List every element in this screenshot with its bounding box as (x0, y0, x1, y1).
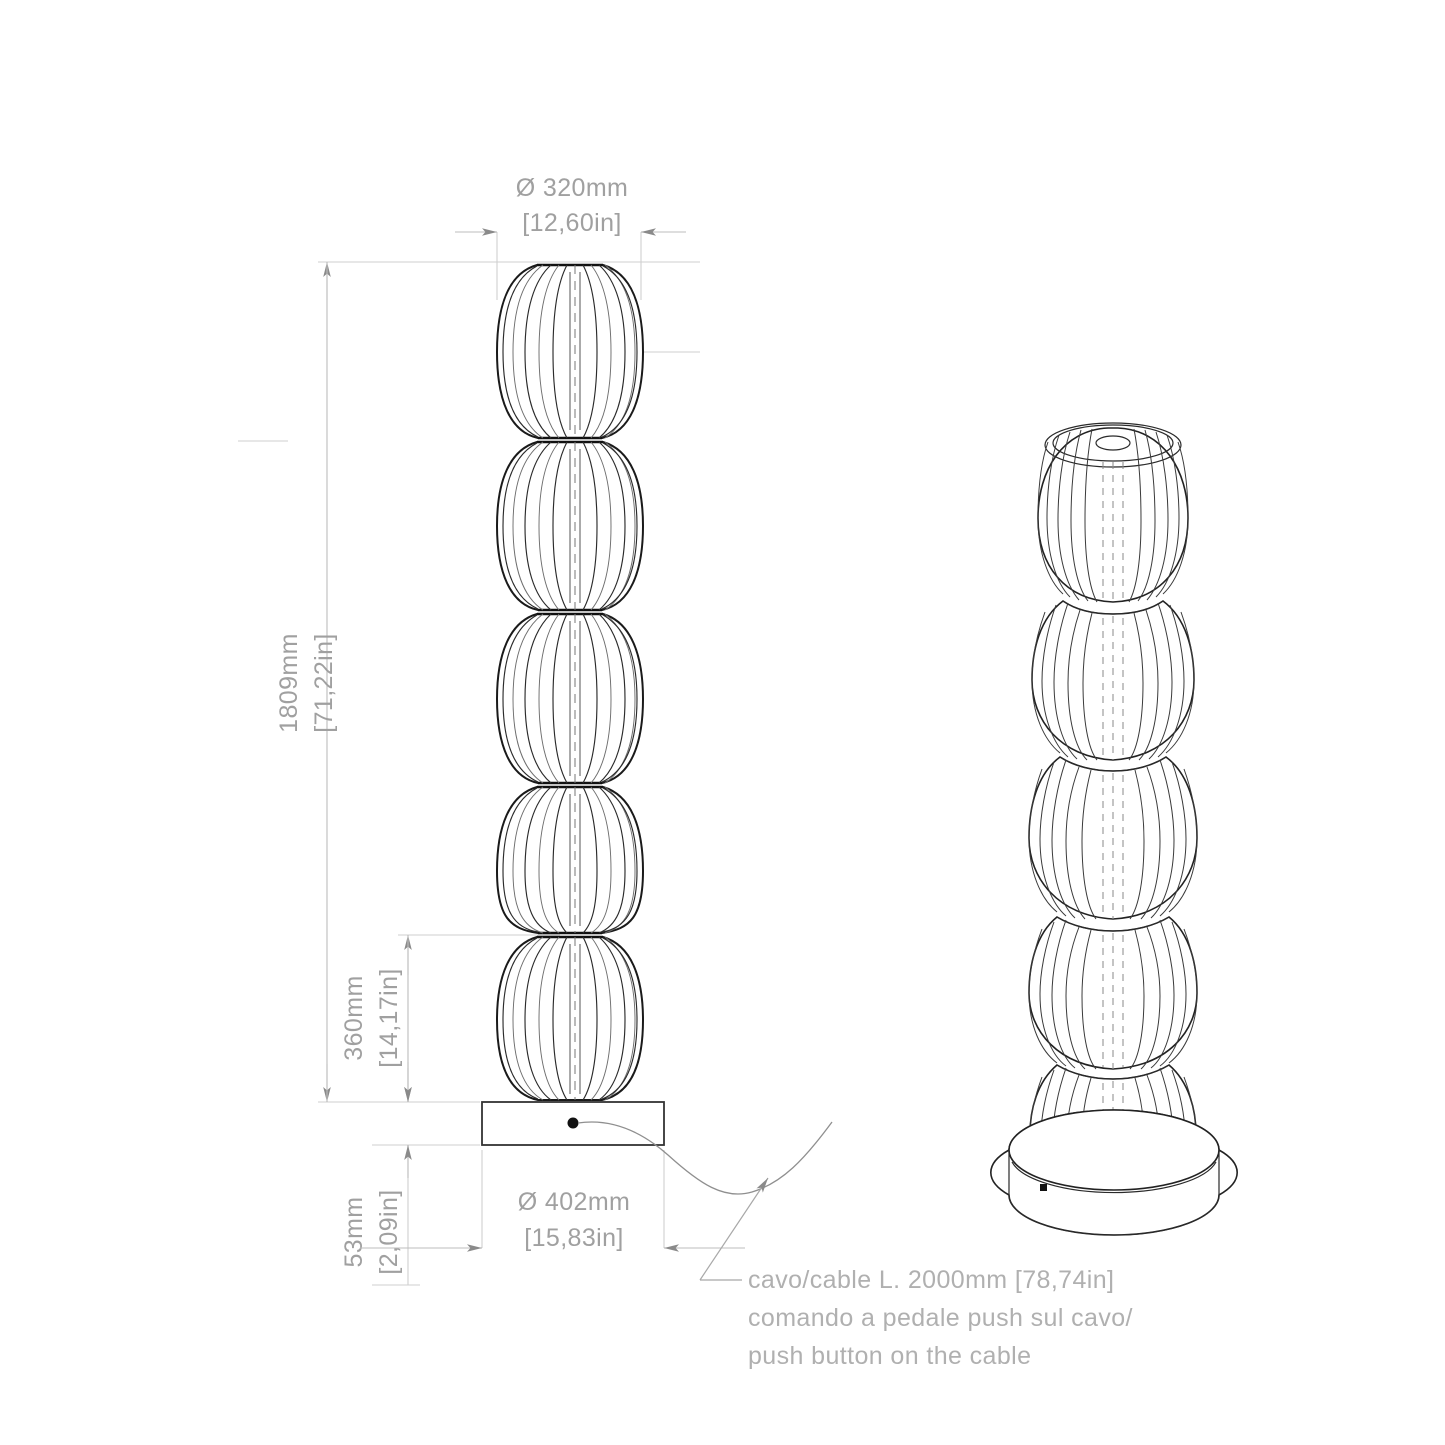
isometric-lamp-view (990, 422, 1238, 1236)
dim-top-diameter-in: [12,60in] (522, 209, 622, 237)
iso-segment-1 (1037, 422, 1189, 603)
cable-exit-dot-front (567, 1117, 579, 1129)
annotation-leader (699, 1177, 769, 1281)
iso-base-disc (990, 1109, 1238, 1236)
dim-total-height-mm: 1809mm (275, 633, 303, 733)
dim-total-height-in: [71,22in] (310, 633, 338, 733)
dimension-top-diameter: Ø 320mm [12,60in] (455, 174, 686, 237)
dimension-base-height: 53mm [2,09in] (340, 1068, 412, 1275)
front-elevation-lamp (481, 263, 665, 1146)
dim-segment-height-in: [14,17in] (375, 968, 403, 1068)
annotation-line-3: push button on the cable (748, 1342, 1031, 1370)
iso-segment-2 (1031, 600, 1195, 761)
dim-base-diameter-mm: Ø 402mm (518, 1188, 631, 1216)
annotation-line-2: comando a pedale push sul cavo/ (748, 1304, 1133, 1332)
lamp-segment-3 (495, 612, 645, 785)
dim-top-diameter-mm: Ø 320mm (516, 174, 629, 202)
dim-segment-height-mm: 360mm (340, 975, 368, 1060)
iso-segment-3 (1028, 756, 1198, 920)
lamp-segment-5 (495, 935, 645, 1101)
dimension-segment-height: 360mm [14,17in] (340, 935, 412, 1102)
annotation-line-1: cavo/cable L. 2000mm [78,74in] (748, 1266, 1114, 1294)
dimension-total-height: 1809mm [71,22in] (275, 262, 338, 1102)
cable-annotation-text: cavo/cable L. 2000mm [78,74in] comando a… (748, 1266, 1133, 1370)
dim-base-height-in: [2,09in] (375, 1189, 403, 1274)
iso-segment-4 (1028, 916, 1198, 1070)
power-cable (577, 1121, 833, 1195)
cable-exit-dot-iso (1040, 1184, 1047, 1191)
dim-base-diameter-in: [15,83in] (524, 1224, 624, 1252)
dim-base-height-mm: 53mm (340, 1196, 368, 1267)
lamp-segment-2 (495, 440, 645, 612)
lamp-segment-1 (495, 263, 645, 440)
dimension-base-diameter: Ø 402mm [15,83in] (360, 1188, 745, 1252)
lamp-segment-4 (495, 785, 645, 935)
